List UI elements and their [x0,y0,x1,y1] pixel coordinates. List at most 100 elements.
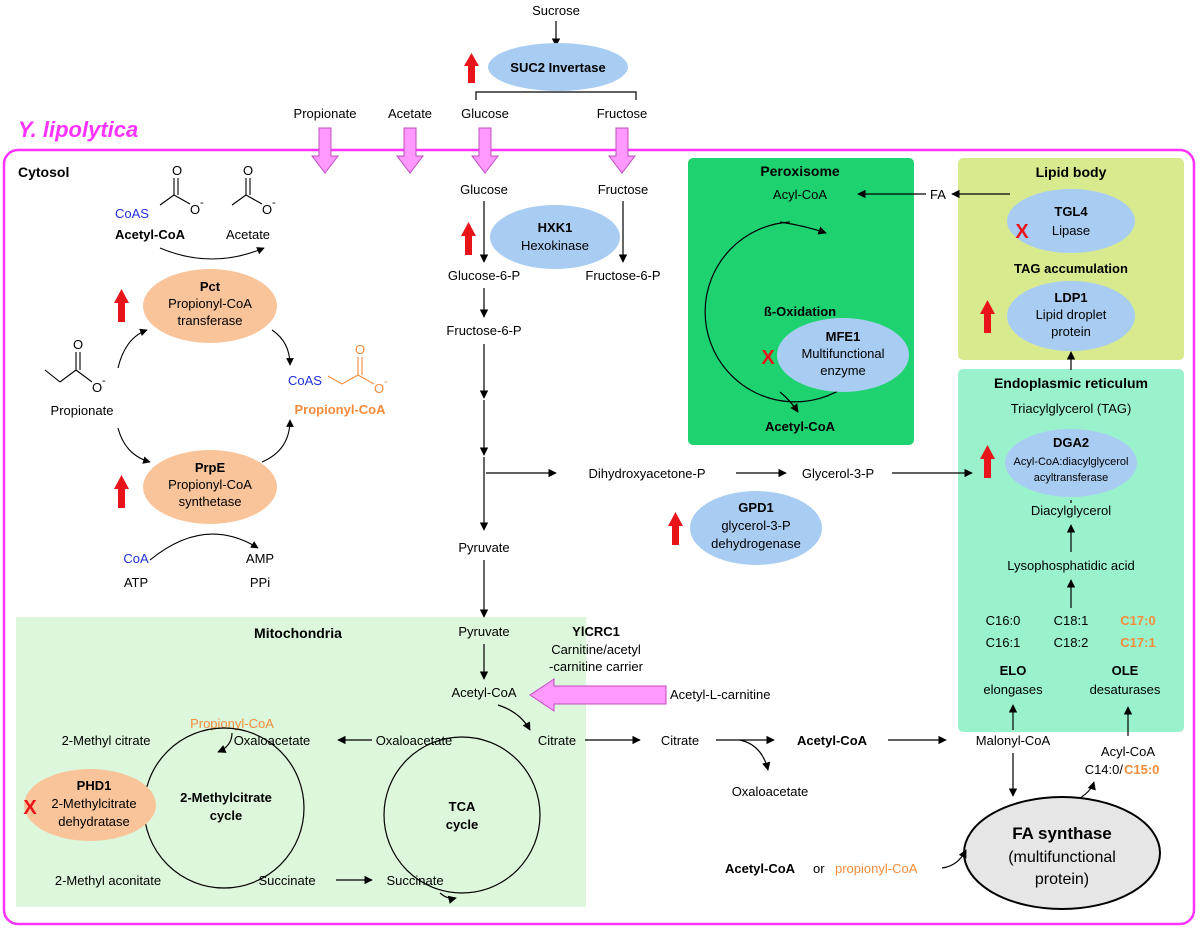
mitochondria-box [16,617,586,907]
hxk1-up-arrow-head [461,222,476,236]
phd1-desc1: 2-Methylcitrate [51,796,136,811]
propionate-minus: - [102,375,106,387]
c17-1: C17:1 [1120,635,1155,650]
organism-label: Y. lipolytica [18,117,138,142]
import-arrows [310,127,637,174]
propionate-label: Propionate [51,403,114,418]
ylcrc1-desc1: Carnitine/acetyl [551,642,641,657]
hxk1-desc: Hexokinase [521,238,589,253]
tgl4-desc: Lipase [1052,223,1090,238]
fa-synthase-2: (multifunctional [1008,849,1116,866]
propionate-o-top: O [73,337,83,352]
tca-exit-arrow [439,892,457,904]
ylcrc1-name: YlCRC1 [572,624,620,639]
prpe-to-propionyl [261,419,294,463]
phd1-desc2: dehydratase [58,814,130,829]
dga2-enzyme [1005,429,1137,497]
oxaloacetate-right: Oxaloacetate [376,733,453,748]
suc2-up-arrow-shaft [468,65,475,83]
g3p: Glycerol-3-P [802,466,874,481]
lipid-body-label: Lipid body [1036,164,1107,180]
top-fructose: Fructose [597,106,648,121]
tca-2: cycle [446,817,479,832]
propionyl-into-cycle [217,732,233,753]
amp-label: AMP [246,551,274,566]
mfe1-desc2: enzyme [820,363,866,378]
carnitine-import-arrow [529,678,667,712]
mfe1-knockout-x: X [761,347,775,369]
gpd1-desc1: glycerol-3-P [721,518,790,533]
hxk1-name: HXK1 [538,220,573,235]
import-arrow-acetate [395,127,425,174]
beta-oxidation-label: ß-Oxidation [764,304,836,319]
import-arrow-fructose [607,127,637,174]
fa-label: FA [930,187,946,202]
acetyl-coa-label: Acetyl-CoA [115,227,186,242]
ldp1-name: LDP1 [1054,290,1087,305]
pct-up-arrow-head [114,289,129,303]
pct-name: Pct [200,279,221,294]
acetate-o-top: O [243,163,253,178]
pyruvate-cytosol: Pyruvate [458,540,509,555]
prpe-desc2: synthetase [179,494,242,509]
ole-name: OLE [1112,663,1139,678]
mfe1-name: MFE1 [826,329,861,344]
prpe-desc1: Propionyl-CoA [168,477,252,492]
elo-name: ELO [1000,663,1027,678]
beta-oxidation-arc-top [779,221,827,235]
c16-0: C16:0 [986,613,1021,628]
substrate-or: or [813,861,825,876]
ldp1-enzyme [1007,281,1135,351]
pct-up-arrow-shaft [118,302,125,322]
c18-1: C18:1 [1054,613,1089,628]
ylcrc1-desc2: -carnitine carrier [549,659,644,674]
glucose-cytosol: Glucose [460,182,508,197]
tgl4-name: TGL4 [1054,204,1088,219]
prpe-name: PrpE [195,460,226,475]
pct-desc1: Propionyl-CoA [168,296,252,311]
citrate-to-oxaloacetate [739,739,771,771]
gpd1-desc2: dehydrogenase [711,536,801,551]
tca-1: TCA [449,799,476,814]
import-arrow-propionate [310,127,340,174]
suc2-enzyme [488,43,628,91]
dga2-name: DGA2 [1053,435,1089,450]
mfe1-desc1: Multifunctional [801,346,884,361]
coas-left: CoAS [115,206,149,221]
acetyl-transfer-arc [159,247,265,260]
substrate-to-synthase [941,849,967,869]
acetate-structure [231,178,263,206]
acyl-coa: Acyl-CoA [1101,744,1156,759]
methyl-citrate: 2-Methyl citrate [62,733,151,748]
mito-citrate: Citrate [538,733,576,748]
invertase-bracket [475,91,637,100]
propionyl-o-minus: O [374,381,384,396]
c14-0: C14:0/ [1085,762,1124,777]
substrate-acetyl: Acetyl-CoA [725,861,796,876]
pct-to-propionyl [271,329,294,366]
methyl-aconitate: 2-Methyl aconitate [55,873,161,888]
lpa-label: Lysophosphatidic acid [1007,558,1134,573]
coa-label: CoA [123,551,149,566]
pct-desc2: transferase [177,313,242,328]
perox-acyl-coa: Acyl-CoA [773,187,828,202]
propionyl-coa-label: Propionyl-CoA [295,402,387,417]
suc2-up-arrow-head [464,53,479,66]
fructose-cytosol: Fructose [598,182,649,197]
mc-cycle-2: cycle [210,808,243,823]
er-label: Endoplasmic reticulum [994,375,1148,391]
acetyl-l-carnitine: Acetyl-L-carnitine [670,687,770,702]
dga2-up-arrow-shaft [984,458,991,478]
coas-right: CoAS [288,373,322,388]
cytosol-label: Cytosol [18,164,69,180]
sucrose-label: Sucrose [532,3,580,18]
import-arrow-glucose [470,127,500,174]
tgl4-knockout-x: X [1015,221,1029,243]
cyto-citrate: Citrate [661,733,699,748]
c17-0: C17:0 [1120,613,1155,628]
c18-2: C18:2 [1054,635,1089,650]
gpd1-name: GPD1 [738,500,773,515]
atp-label: ATP [124,575,148,590]
cyto-acetyl-coa: Acetyl-CoA [797,733,868,748]
succinate-left: Succinate [258,873,315,888]
